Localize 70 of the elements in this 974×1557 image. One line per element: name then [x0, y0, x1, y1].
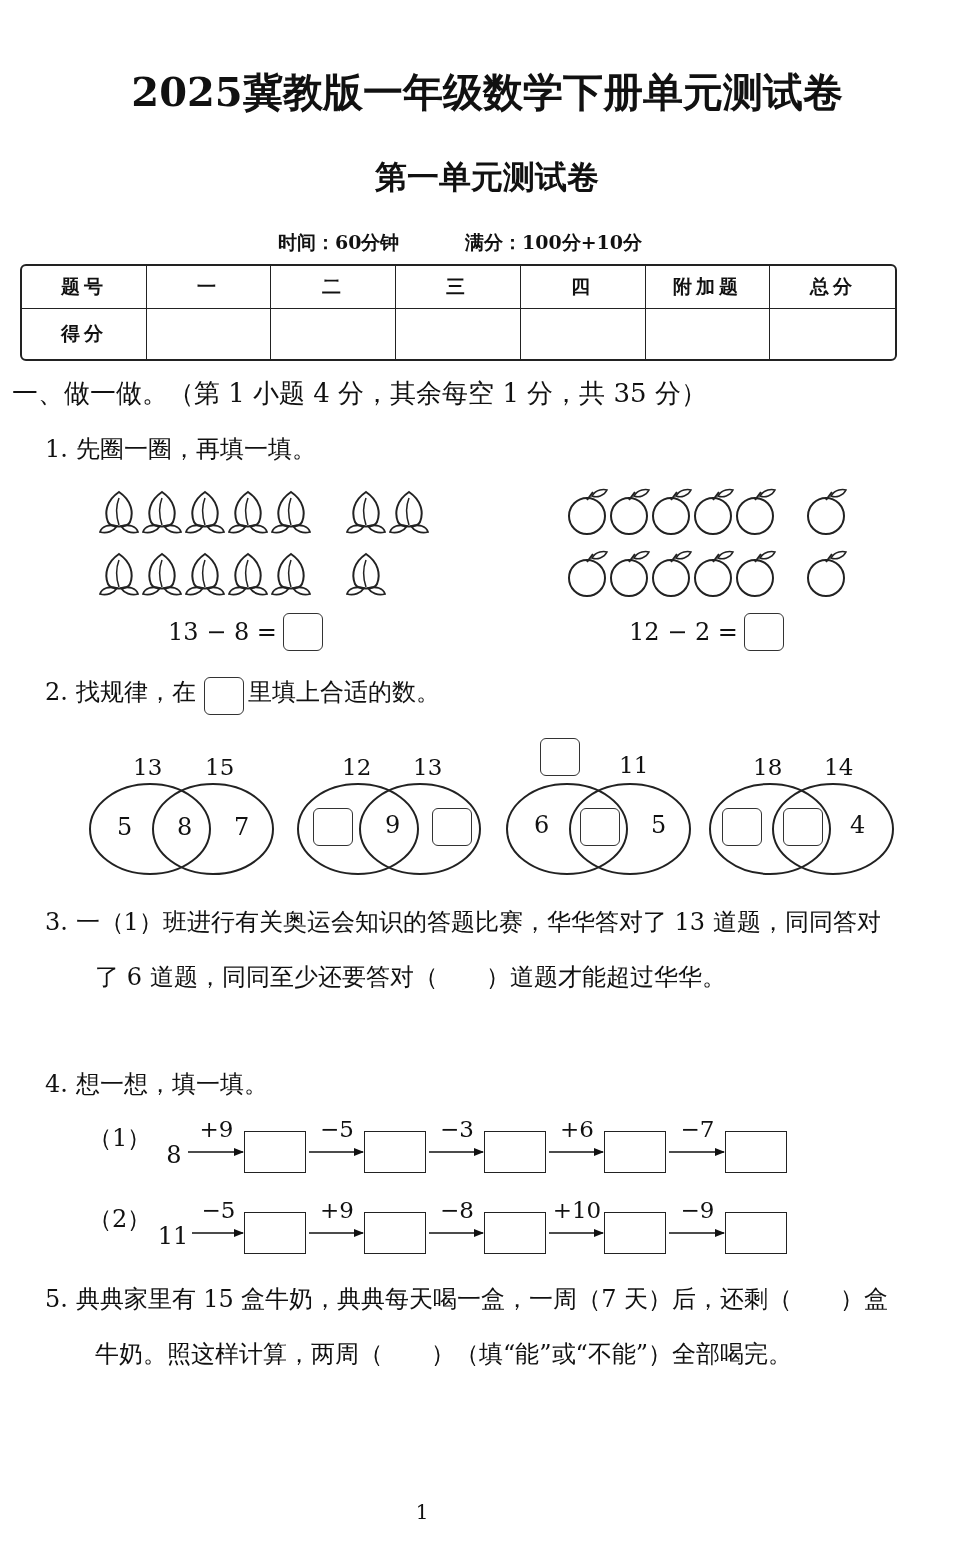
sub-question-number: （1） — [88, 1124, 152, 1153]
column-header: 三 — [396, 266, 521, 309]
arrow — [308, 1148, 364, 1156]
sub-question-number: （2） — [88, 1205, 152, 1234]
question-text: 5. 典典家里有 15 盒牛奶，典典每天喝一盒，一周（7 天）后，还剩（ ）盒牛奶。照这样计算，两周（ ）（填“能”或“不能”）全部喝完。 — [45, 1284, 890, 1370]
edge-label: −9 — [679, 1197, 716, 1225]
venn-number: 9 — [385, 811, 401, 840]
start-number: 11 — [157, 1221, 189, 1251]
venn-number: 14 — [824, 754, 854, 782]
edge-label: +6 — [559, 1116, 595, 1144]
venn-number: 4 — [850, 811, 866, 840]
edge-label: −8 — [439, 1197, 475, 1225]
arrow — [428, 1148, 484, 1156]
answer-box — [725, 1212, 787, 1254]
question-text: 4. 想一想，填一填。 — [45, 1070, 268, 1099]
arrow — [548, 1229, 604, 1237]
venn-number: 15 — [205, 754, 235, 782]
answer-box — [364, 1212, 426, 1254]
exam-info: 满分：100分+10分 — [465, 231, 643, 254]
answer-box — [364, 1131, 426, 1173]
venn-number: 18 — [753, 754, 783, 782]
edge-label: +10 — [551, 1197, 603, 1225]
page-number: 1 — [414, 1500, 430, 1524]
question-text: 里填上合适的数。 — [248, 678, 440, 707]
venn-number: 11 — [619, 752, 649, 780]
equation: 12 − 2 = — [629, 618, 738, 647]
venn-number: 13 — [133, 754, 163, 782]
start-number: 8 — [163, 1140, 185, 1170]
edge-label: −7 — [679, 1116, 716, 1144]
answer-box — [604, 1131, 666, 1173]
page-title: 2025冀教版一年级数学下册单元测试卷 — [130, 68, 844, 116]
edge-label: −5 — [319, 1116, 355, 1144]
edge-label: −5 — [200, 1197, 237, 1225]
row-header: 得分 — [22, 309, 147, 359]
edge-label: +9 — [319, 1197, 355, 1225]
column-header: 一 — [146, 266, 272, 309]
arrow — [668, 1148, 725, 1156]
venn-number: 8 — [177, 813, 193, 842]
venn-number: 6 — [534, 811, 550, 840]
venn-number: 7 — [234, 813, 250, 842]
venn-number: 5 — [117, 813, 133, 842]
column-header: 二 — [271, 266, 397, 309]
arrow — [187, 1148, 244, 1156]
arrow — [548, 1148, 604, 1156]
edge-label: −3 — [439, 1116, 475, 1144]
edge-label: +9 — [198, 1116, 235, 1144]
arrow — [428, 1229, 484, 1237]
section-title: 第一单元测试卷 — [374, 158, 600, 197]
answer-box — [725, 1131, 787, 1173]
section-heading: 一、做一做。（第 1 小题 4 分，其余每空 1 分，共 35 分） — [12, 378, 707, 410]
column-header: 总分 — [770, 266, 895, 309]
venn-number: 12 — [342, 754, 372, 782]
answer-box — [484, 1212, 546, 1254]
arrow — [308, 1229, 364, 1237]
question-text: 3. 一（1）班进行有关奥运会知识的答题比赛，华华答对了 13 道题，同同答对了 6 道题，同同至少还要答对（ ）道题才能超过华华。 — [45, 907, 882, 993]
question-text: 1. 先圈一圈，再填一填。 — [45, 435, 316, 464]
column-header: 附加题 — [645, 266, 771, 309]
answer-box — [484, 1131, 546, 1173]
equation: 13 − 8 = — [168, 618, 277, 647]
answer-box — [244, 1131, 306, 1173]
answer-box — [244, 1212, 306, 1254]
arrow — [191, 1229, 244, 1237]
question-text: 2. 找规律，在 — [45, 678, 196, 707]
row-header: 题号 — [22, 266, 147, 309]
venn-number: 5 — [651, 811, 667, 840]
arrow — [668, 1229, 725, 1237]
column-header: 四 — [520, 266, 646, 309]
venn-number: 13 — [413, 754, 443, 782]
exam-info: 时间：60分钟 — [278, 231, 400, 254]
answer-box — [604, 1212, 666, 1254]
